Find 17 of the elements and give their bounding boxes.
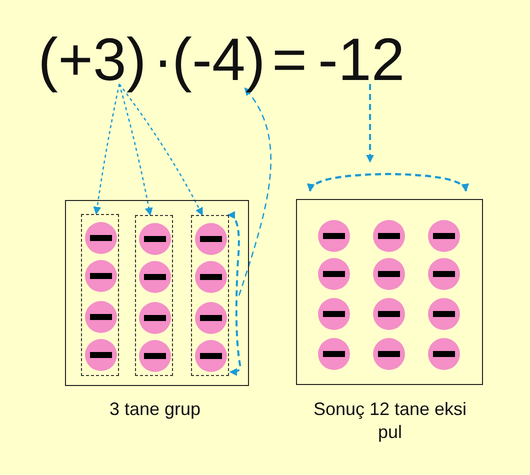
dashed-arrow [118, 84, 203, 216]
equation-term: (-4) [172, 30, 266, 90]
group-box [135, 215, 173, 376]
node-label: 3 tane grup [108, 398, 202, 420]
dashed-arrow [238, 87, 272, 296]
operator-symbol: · [153, 30, 173, 90]
counter-box [65, 200, 249, 386]
equation-term: -12 [318, 30, 405, 90]
counter-box [296, 199, 483, 385]
dashed-arrow [366, 84, 374, 163]
group-box [191, 215, 229, 376]
dashed-arrow [93, 84, 120, 215]
operator-symbol: = [272, 30, 308, 90]
equation-term: (+3) [38, 30, 146, 90]
dashed-arrow [118, 84, 153, 216]
group-box [81, 214, 119, 376]
node-label: Sonuç 12 tane eksi pul [312, 398, 468, 443]
